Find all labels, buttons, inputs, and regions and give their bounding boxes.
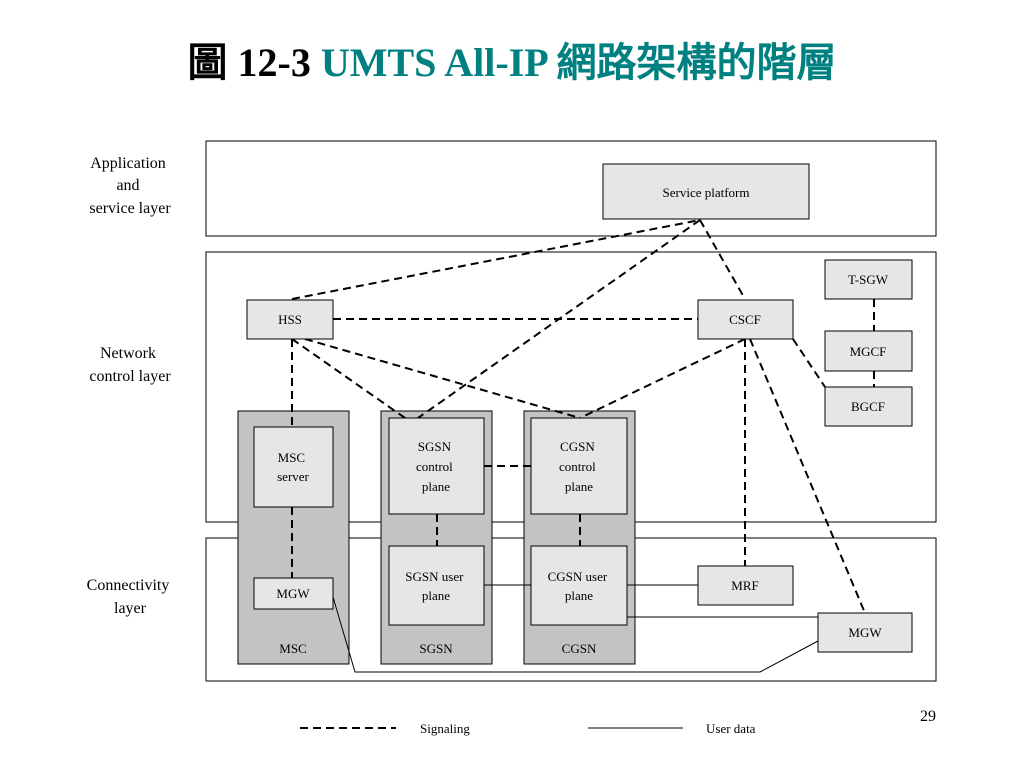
bgcf-label: BGCF	[851, 399, 885, 414]
mrf-box	[697, 565, 794, 606]
legend-user-data-label: User data	[706, 721, 756, 736]
hss-box	[246, 299, 334, 340]
hss-label: HSS	[278, 312, 302, 327]
mgw-msc-box	[253, 577, 334, 610]
mgcf-box	[824, 330, 913, 372]
cscf-label: CSCF	[729, 312, 761, 327]
cgsn-control-plane-box	[530, 417, 628, 515]
mgcf-label: MGCF	[850, 344, 887, 359]
mgw-msc-label: MGW	[276, 586, 310, 601]
signaling-lines	[291, 219, 875, 614]
legend-signaling-label: Signaling	[420, 721, 470, 736]
title-prefix: 圖 12-3	[187, 40, 311, 85]
sgsn-control-plane-box	[388, 417, 485, 515]
cgsn-user-plane-label: CGSN user plane	[548, 569, 611, 603]
msc-group-label: MSC	[279, 641, 306, 656]
mgw-right-box	[817, 612, 913, 653]
msc-server-label: MSC server	[277, 450, 309, 484]
network-layer-label: Network control layer	[89, 345, 171, 385]
application-layer-label: Application and service layer	[89, 155, 171, 217]
msc-server-box	[253, 426, 334, 508]
tsgw-label: T-SGW	[848, 272, 889, 287]
cgsn-control-plane-label: CGSN control plane	[559, 439, 599, 494]
page-number: 29	[920, 708, 936, 725]
service-platform-box	[602, 163, 810, 220]
connectivity-layer-label: Connectivity layer	[87, 577, 174, 617]
sgsn-group-label: SGSN	[419, 641, 453, 656]
tsgw-box	[824, 259, 913, 300]
cgsn-user-plane-box	[530, 545, 628, 626]
service-platform-label: Service platform	[663, 185, 750, 200]
cgsn-group-label: CGSN	[562, 641, 597, 656]
mgw-right-label: MGW	[848, 625, 882, 640]
user-data-lines	[332, 584, 819, 673]
mrf-label: MRF	[731, 578, 758, 593]
sgsn-user-plane-label: SGSN user plane	[405, 569, 466, 603]
sgsn-control-plane-label: SGSN control plane	[416, 439, 456, 494]
sgsn-user-plane-box	[388, 545, 485, 626]
title-main: UMTS All-IP 網路架構的階層	[320, 40, 837, 85]
cscf-box	[697, 299, 794, 340]
application-layer-frame	[205, 140, 937, 237]
bgcf-box	[824, 386, 913, 427]
slide-title: 圖 12-3 UMTS All-IP 網路架構的階層	[0, 38, 1024, 88]
